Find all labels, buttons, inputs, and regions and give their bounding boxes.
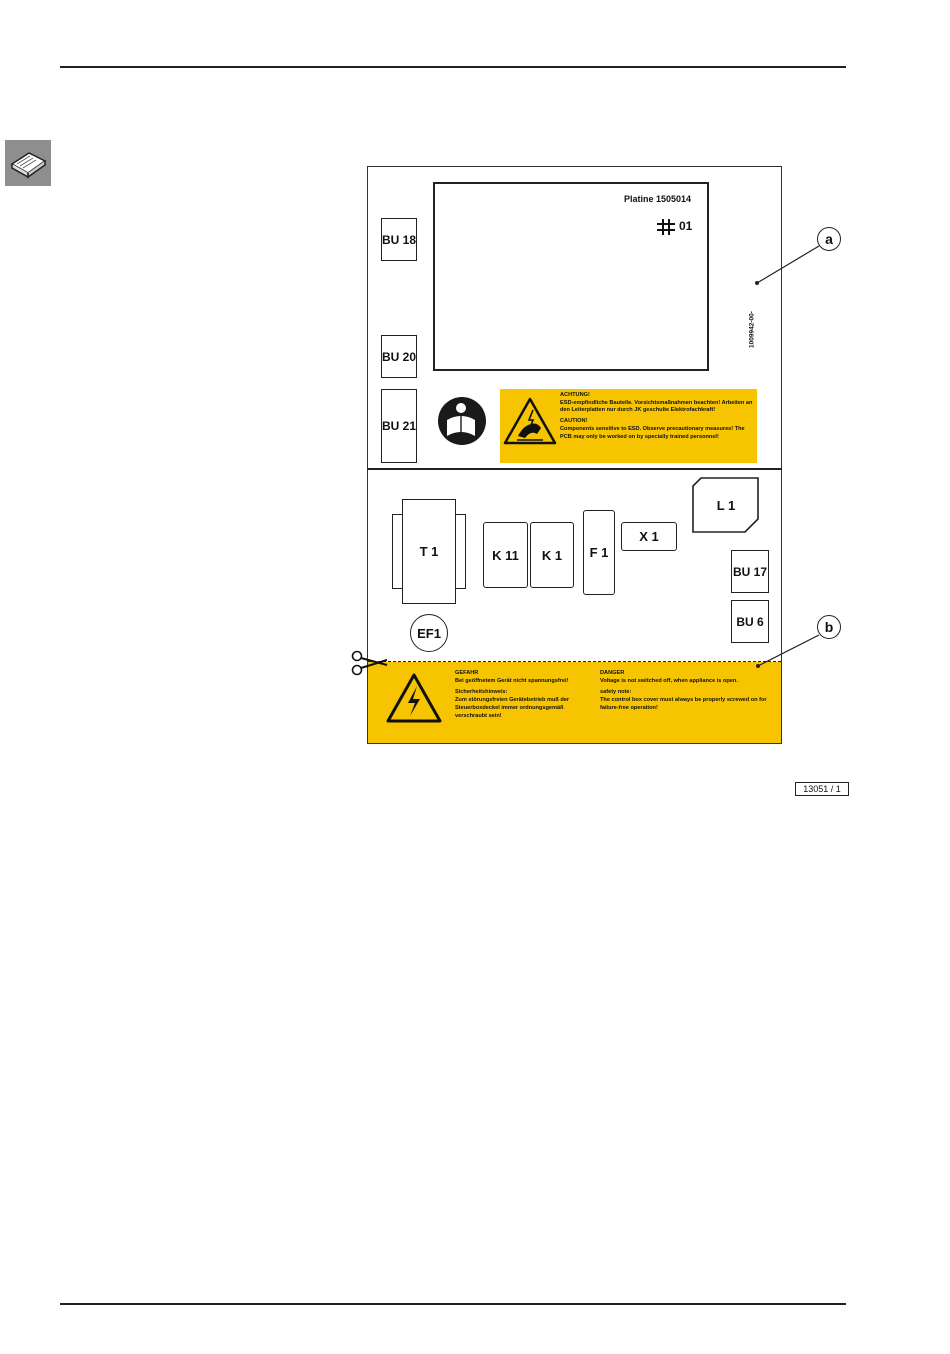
scissors-icon [351,650,389,681]
danger-en-heading: DANGER [600,670,625,676]
esd-warning-icon [503,396,557,451]
hash-icon [656,218,676,241]
book-icon [10,152,47,179]
danger-en-note-heading: safety note: [600,689,632,696]
pcb-outline [433,182,709,371]
callout-b: b [817,615,841,639]
danger-de-block: GEFAHR Bei geöffnetem Gerät nicht spannu… [455,670,595,720]
connector-bu17: BU 17 [731,550,769,593]
esd-en-heading: CAUTION! [560,418,588,425]
relay-k1: K 1 [530,522,574,588]
danger-en-note: The control box cover must always be pro… [600,697,767,711]
danger-de-note: Zum störungsfreien Gerätebetrieb muß der… [455,697,570,719]
bottom-rule [60,1303,846,1305]
danger-en-block: DANGER Voltage is not switched off, when… [600,670,772,713]
esd-text-block: ACHTUNG! ESD-empfindliche Bauteile. Vors… [560,392,754,441]
danger-de-text: Bei geöffnetem Gerät nicht spannungsfrei… [455,677,569,684]
component-ef1: EF1 [410,614,448,652]
read-manual-icon [437,396,487,451]
connector-bu21: BU 21 [381,389,417,463]
esd-en-text: Components sensitive to ESD. Observe pre… [560,425,745,440]
callout-leaders [755,245,820,668]
danger-de-note-heading: Sicherheitshinweis: [455,689,508,696]
board-number: 01 [679,219,693,233]
danger-label [368,662,781,743]
fuse-f1: F 1 [583,510,615,595]
esd-de-heading: ACHTUNG! [560,392,590,398]
choke-l1-outline [692,477,760,538]
section-divider [367,468,782,470]
choke-l1: L 1 [716,497,736,513]
callout-a: a [817,227,841,251]
figure-number: 13051 / 1 [795,782,849,796]
danger-en-text: Voltage is not switched off, when applia… [600,677,738,684]
esd-de-text: ESD-empfindliche Bauteile. Vorsichtsmaßn… [560,399,753,414]
top-rule [60,66,846,68]
cut-line [368,661,781,662]
terminal-x1: X 1 [621,522,677,551]
transformer-t1: T 1 [402,499,456,604]
manual-tab [5,140,51,186]
connector-bu20: BU 20 [381,335,417,378]
connector-bu6: BU 6 [731,600,769,643]
relay-k11: K 11 [483,522,528,588]
board-title: Platine 1505014 [624,194,692,204]
danger-de-heading: GEFAHR [455,670,479,676]
high-voltage-icon [386,672,442,729]
connector-bu18: BU 18 [381,218,417,261]
